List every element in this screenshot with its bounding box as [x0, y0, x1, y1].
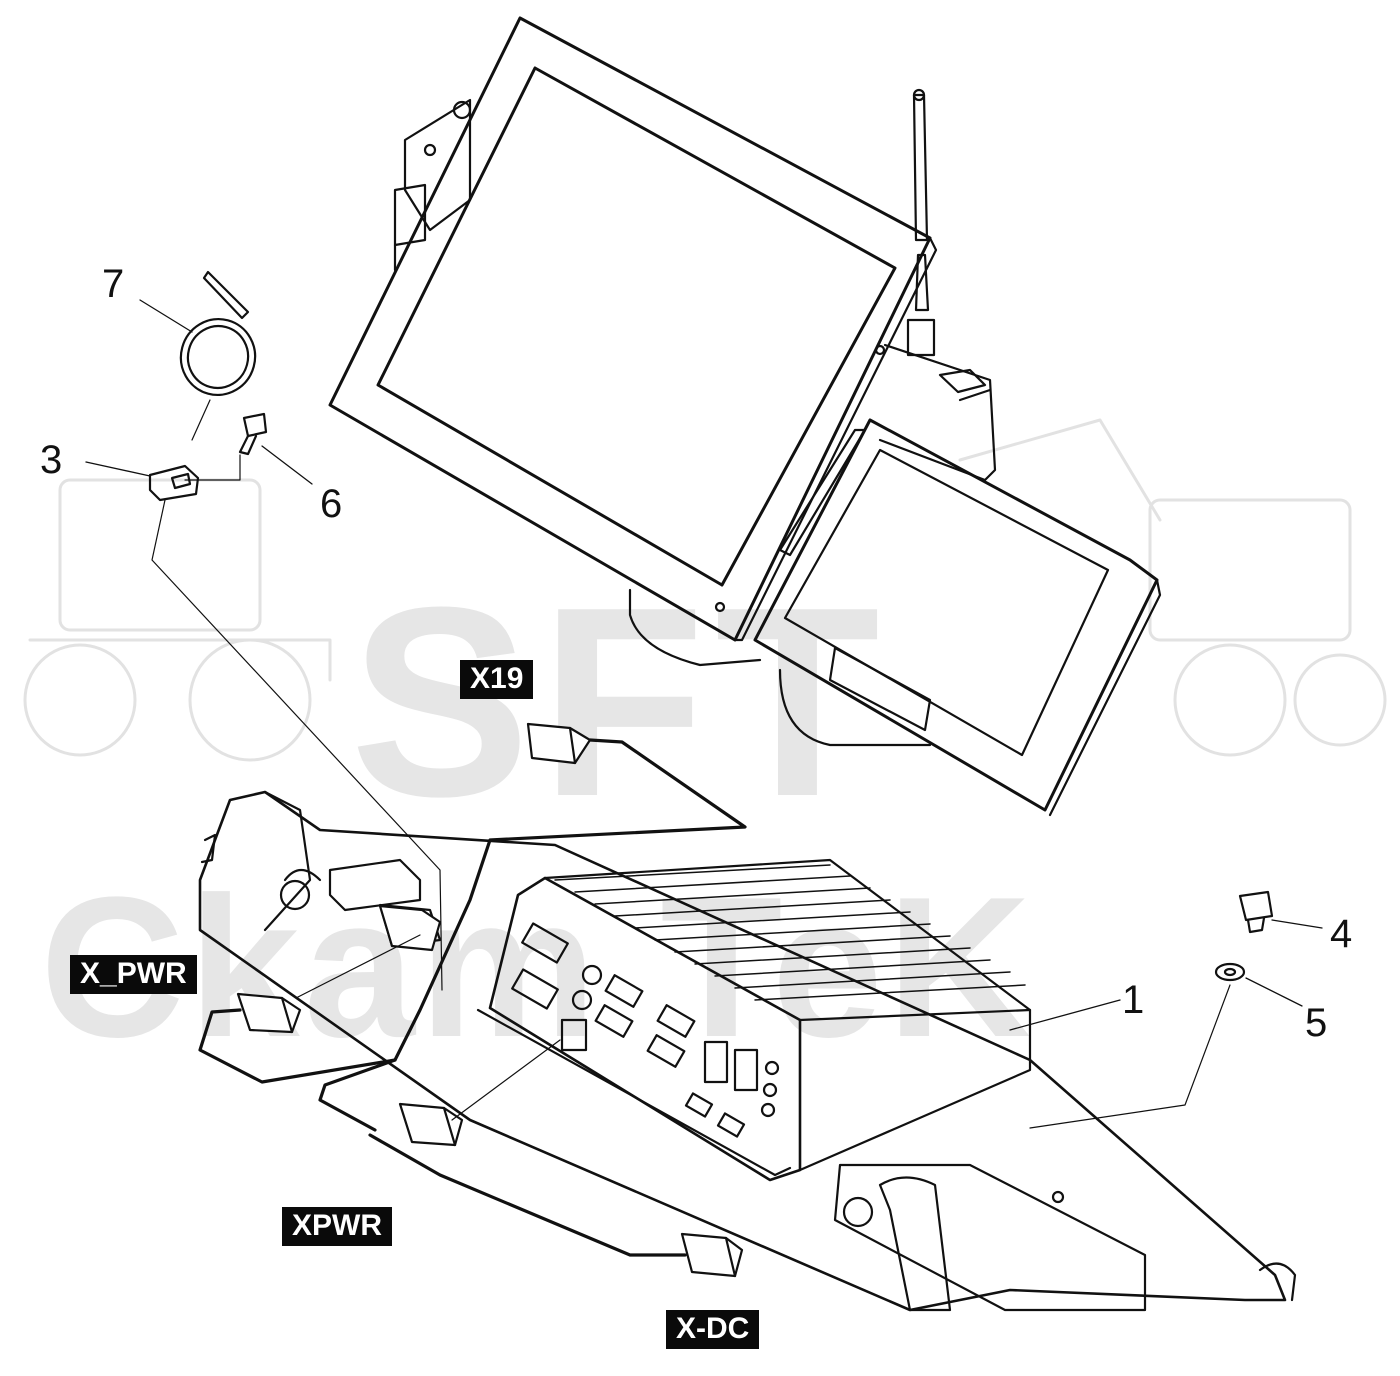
monitor-mount-bracket: [393, 98, 472, 272]
watermark-tractor-right: [958, 418, 1387, 757]
tag-x-pwr: X_PWR: [70, 955, 197, 994]
cable-tie: [179, 270, 257, 397]
tag-xpwr: XPWR: [282, 1207, 392, 1246]
washer: [1214, 962, 1246, 982]
tag-x19: X19: [460, 660, 534, 699]
computer-unit: [476, 858, 1032, 1182]
leader-screw-clip: [184, 454, 241, 481]
tag-x-dc: X-DC: [666, 1310, 760, 1349]
leader-3: [85, 461, 151, 477]
cable-clip: [148, 464, 200, 502]
connector-x-pwr: [236, 992, 302, 1034]
leader-6: [261, 445, 313, 485]
display-hinge: [778, 428, 867, 557]
watermark-tractor-left: [23, 478, 332, 762]
callout-7: 7: [102, 262, 125, 306]
callout-4: 4: [1330, 912, 1353, 956]
connector-x-pwr-upper: [378, 904, 442, 952]
display-module-box: [878, 343, 997, 482]
leader-5: [1245, 977, 1303, 1007]
callout-3: 3: [40, 438, 63, 482]
secondary-display: [628, 418, 1162, 817]
callout-5: 5: [1305, 1001, 1328, 1045]
leader-washer-base: [1029, 984, 1231, 1129]
callout-1: 1: [1122, 978, 1145, 1022]
leader-clip-base: [151, 499, 443, 991]
leader-4: [1271, 919, 1323, 929]
leader-7: [139, 299, 193, 333]
connector-x-dc: [680, 1232, 744, 1278]
leader-1: [1009, 999, 1121, 1031]
callout-6: 6: [320, 482, 343, 526]
antenna: [906, 88, 936, 357]
screw-right: [1238, 890, 1274, 934]
leader-xpwr-upper: [295, 934, 421, 999]
connector-x19: [526, 722, 592, 765]
leader-tie-clip: [191, 399, 211, 441]
base-clamp-front: [833, 1163, 1147, 1312]
connector-xpwr: [398, 1102, 464, 1147]
mounting-base-plate: [198, 790, 1297, 1312]
leader-xpwr-port: [451, 1039, 561, 1121]
screw-small: [238, 412, 268, 456]
main-monitor: [328, 16, 938, 642]
cable-harness: [198, 738, 747, 1257]
